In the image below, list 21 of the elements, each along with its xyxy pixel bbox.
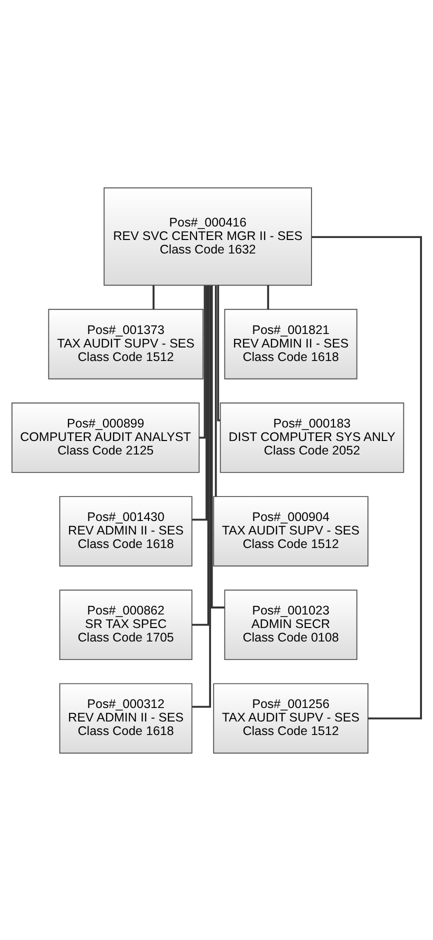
connector <box>214 285 217 496</box>
connector <box>192 284 210 626</box>
connector <box>199 285 206 438</box>
connector <box>312 236 422 719</box>
connector <box>192 285 208 520</box>
node-box: Pos#_001256 TAX AUDIT SUPV - SES Class Code 1512 <box>213 682 368 754</box>
node-box: Pos#_001373 TAX AUDIT SUPV - SES Class Code 1512 <box>48 308 204 379</box>
connector <box>267 284 270 309</box>
node-box: Pos#_000183 DIST COMPUTER SYS ANLY Class Code 2052 <box>220 402 404 472</box>
connector <box>210 284 225 608</box>
node-box: Pos#_000899 COMPUTER AUDIT ANALYST Class Code 2125 <box>12 402 200 472</box>
node-box: Pos#_000416 REV SVC CENTER MGR II - SES Class Code 1632 <box>104 186 312 286</box>
node-box: Pos#_000904 TAX AUDIT SUPV - SES Class Code 1512 <box>213 496 368 566</box>
connector <box>152 284 155 309</box>
connector <box>217 284 220 421</box>
node-box: Pos#_001821 REV ADMIN II - SES Class Code 1618 <box>224 308 358 379</box>
node-box: Pos#_000312 REV ADMIN II - SES Class Code 1618 <box>59 682 192 754</box>
node-box: Pos#_000862 SR TAX SPEC Class Code 1705 <box>59 589 192 660</box>
node-box: Pos#_001023 ADMIN SECR Class Code 0108 <box>224 589 358 660</box>
connector <box>192 285 212 708</box>
node-box: Pos#_001430 REV ADMIN II - SES Class Code 1618 <box>59 496 192 566</box>
